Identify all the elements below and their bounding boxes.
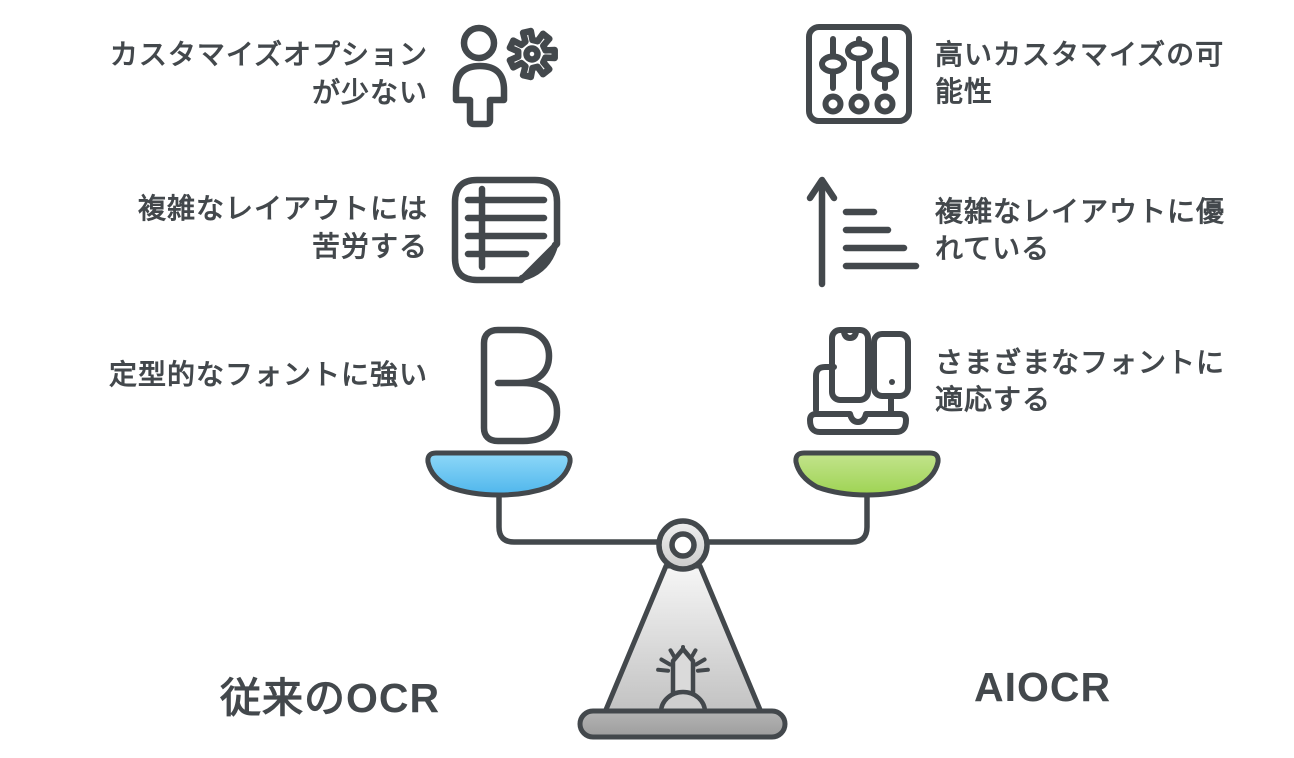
- item-label-right-2: 複雑なレイアウトに優 れている: [935, 193, 1225, 267]
- arrow-up-lines-icon: [804, 172, 926, 294]
- left-title: 従来のOCR: [220, 675, 441, 721]
- person-gear-icon: [444, 20, 566, 135]
- scale-base: [577, 708, 788, 740]
- sliders-icon: [806, 24, 912, 124]
- item-label-line: 能性: [935, 76, 994, 107]
- item-label-line: 適応する: [935, 384, 1052, 415]
- item-label-line: 複雑なレイアウトに優: [935, 196, 1226, 227]
- right-title: AIOCR: [974, 664, 1112, 710]
- item-label-left-1: カスタマイズオプション が少ない: [110, 36, 428, 112]
- devices-icon: [806, 322, 918, 440]
- item-label-right-1: 高いカスタマイズの可 能性: [935, 36, 1224, 110]
- letter-b-icon: [468, 322, 568, 448]
- item-label-left-2: 複雑なレイアウトには 苦労する: [138, 190, 428, 266]
- right-pan: [793, 450, 941, 498]
- item-label-line: さまざまなフォントに: [935, 347, 1226, 378]
- item-label-right-3: さまざまなフォントに 適応する: [935, 344, 1225, 418]
- document-lines-icon: [450, 175, 562, 287]
- item-label-line: 高いカスタマイズの可: [935, 39, 1225, 70]
- item-label-line: 複雑なレイアウトには: [137, 193, 428, 224]
- item-label-line: が少ない: [311, 77, 428, 108]
- lamp-icon: [656, 645, 710, 713]
- item-label-line: 定型的なフォントに強い: [108, 359, 428, 390]
- scale-pivot: [656, 518, 710, 572]
- left-pan: [425, 450, 573, 498]
- item-label-line: 苦労する: [311, 231, 428, 262]
- item-label-line: れている: [935, 233, 1051, 264]
- item-label-line: カスタマイズオプション: [109, 39, 428, 70]
- item-label-left-3: 定型的なフォントに強い: [109, 356, 428, 394]
